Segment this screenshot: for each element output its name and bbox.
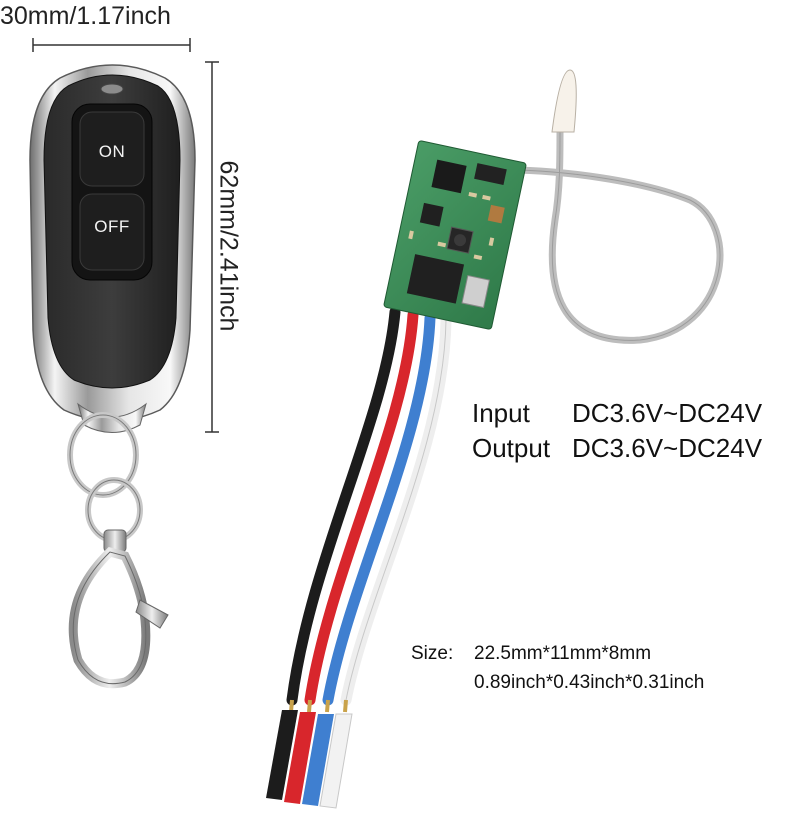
remote-off-button-label: OFF xyxy=(94,217,130,236)
input-label: Input xyxy=(472,398,530,428)
output-label: Output xyxy=(472,433,551,463)
size-mm-value: 22.5mm*11mm*8mm xyxy=(474,643,652,664)
remote-fob xyxy=(29,64,196,433)
keyring-and-clip xyxy=(67,412,169,689)
wire-bundle xyxy=(266,306,452,809)
size-label: Size: xyxy=(411,643,454,664)
receiver-board xyxy=(383,140,527,330)
antenna-wire xyxy=(501,69,724,344)
size-inch-value: 0.89inch*0.43inch*0.31inch xyxy=(474,672,705,693)
remote-on-button-label: ON xyxy=(98,142,126,161)
width-dimension-line xyxy=(32,38,191,52)
height-dimension-label: 62mm/2.41inch xyxy=(214,160,243,332)
output-value: DC3.6V~DC24V xyxy=(572,433,763,463)
width-dimension-label: 30mm/1.17inch xyxy=(0,2,171,30)
input-value: DC3.6V~DC24V xyxy=(572,398,763,428)
height-dimension-line xyxy=(205,61,219,433)
